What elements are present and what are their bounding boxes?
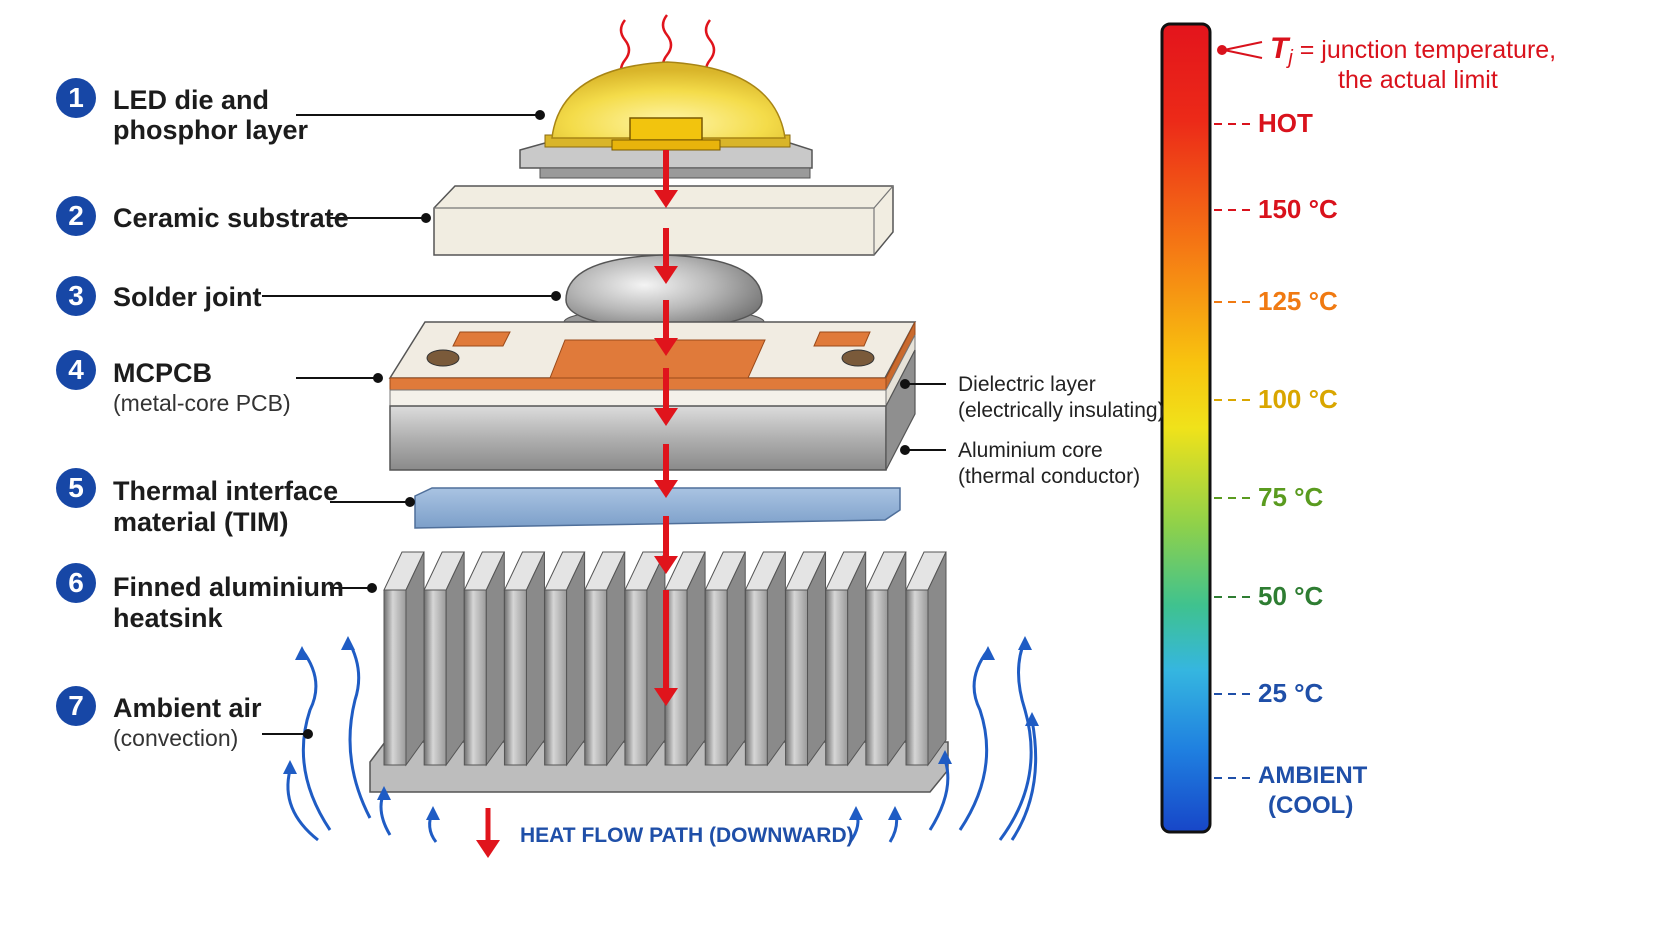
heat-flow-legend-arrow: [476, 808, 500, 858]
scale-tick-label: 150 °C: [1258, 194, 1338, 224]
heatsink-fin: [503, 551, 546, 767]
layer-title: MCPCB: [113, 358, 212, 388]
heatsink-fin: [824, 551, 867, 767]
heatsink-fin: [865, 551, 907, 767]
thermal-interface-material: [414, 487, 901, 529]
heatsink-fin: [784, 551, 827, 767]
heatsink-fin: [423, 551, 465, 767]
convection-airflow: [283, 636, 1039, 843]
airflow-arrow: [928, 750, 952, 831]
heat-flow-arrow: [654, 150, 678, 208]
airflow-arrow: [1010, 712, 1039, 841]
heat-flow-arrow: [654, 444, 678, 498]
scale-tick-label: 125 °C: [1258, 286, 1338, 316]
tj-symbol: T: [1270, 32, 1289, 65]
layer-title: Thermal interface: [113, 476, 339, 506]
ceramic-substrate: [433, 185, 894, 256]
heatsink-fin: [905, 551, 947, 767]
heat-flow-arrow: [654, 228, 678, 284]
airflow-arrow: [998, 636, 1033, 841]
heatsink-fin: [624, 551, 666, 767]
heat-flow-arrow: [654, 300, 678, 356]
temperature-scale-bar: [1160, 22, 1212, 834]
scale-tick-label: 25 °C: [1258, 678, 1324, 708]
step-badge-3: 3: [56, 276, 96, 316]
aluminium-note: Aluminium core: [958, 439, 1103, 462]
scale-tick-label: HOT: [1258, 108, 1313, 138]
step-badge-1: 1: [56, 78, 96, 118]
finned-heatsink: [369, 551, 949, 793]
step-badge-4: 4: [56, 350, 96, 390]
mcpcb: [388, 321, 917, 471]
aluminium-note: (thermal conductor): [958, 465, 1141, 488]
temperature-scale-ticks: [1214, 123, 1250, 779]
tj-description: = junction temperature,: [1299, 36, 1557, 64]
leader-lines: [262, 110, 946, 739]
airflow-arrow: [283, 760, 319, 842]
heat-flow-arrow: [654, 590, 678, 706]
scale-tick-label: 100 °C: [1258, 384, 1338, 414]
step-badge-2: 2: [56, 196, 96, 236]
heatsink-fin: [664, 551, 706, 767]
layer-title: Ceramic substrate: [113, 203, 349, 233]
scale-tick-label: (COOL): [1268, 792, 1354, 819]
layer-title: Ambient air: [113, 693, 262, 723]
heat-flow-arrow: [654, 516, 678, 574]
step-badge-5: 5: [56, 468, 96, 508]
layer-title: Finned aluminium: [113, 572, 345, 602]
airflow-arrow: [426, 806, 440, 843]
heat-flow-label: HEAT FLOW PATH (DOWNWARD): [520, 824, 854, 847]
step-badge-7: 7: [56, 686, 96, 726]
tj-description-line2: the actual limit: [1338, 66, 1498, 94]
dielectric-note: (electrically insulating): [958, 399, 1165, 422]
airflow-arrow: [888, 806, 902, 843]
tj-pointer: [1217, 41, 1263, 59]
heat-flow-arrows: [654, 150, 678, 706]
tj-subscript: j: [1288, 47, 1293, 69]
heat-flow-arrow: [654, 368, 678, 426]
heatsink-fin: [383, 551, 425, 767]
heatsink-fin: [543, 551, 586, 767]
heatsink-fin: [583, 551, 626, 767]
layer-subtitle: (metal-core PCB): [113, 390, 291, 416]
dielectric-note: Dielectric layer: [958, 373, 1096, 396]
airflow-arrow: [295, 646, 332, 831]
heatsink-fin: [463, 551, 506, 767]
layer-title: heatsink: [113, 603, 223, 633]
heatsink-fin: [744, 551, 787, 767]
layer-title: Solder joint: [113, 282, 262, 312]
layer-title: phosphor layer: [113, 115, 309, 145]
layer-title: material (TIM): [113, 507, 289, 537]
airflow-arrow: [958, 646, 995, 831]
step-badge-6: 6: [56, 563, 96, 603]
airflow-arrow: [341, 636, 372, 819]
layer-subtitle: (convection): [113, 725, 239, 751]
scale-tick-label: 50 °C: [1258, 581, 1324, 611]
airflow-arrow: [377, 786, 392, 836]
scale-tick-label: AMBIENT: [1258, 762, 1368, 789]
airflow-arrow: [848, 806, 863, 843]
scale-tick-label: 75 °C: [1258, 482, 1324, 512]
tj-label: Tj = junction temperature,: [1270, 32, 1556, 70]
layer-title: LED die and: [113, 85, 270, 115]
heatsink-fin: [704, 551, 747, 767]
